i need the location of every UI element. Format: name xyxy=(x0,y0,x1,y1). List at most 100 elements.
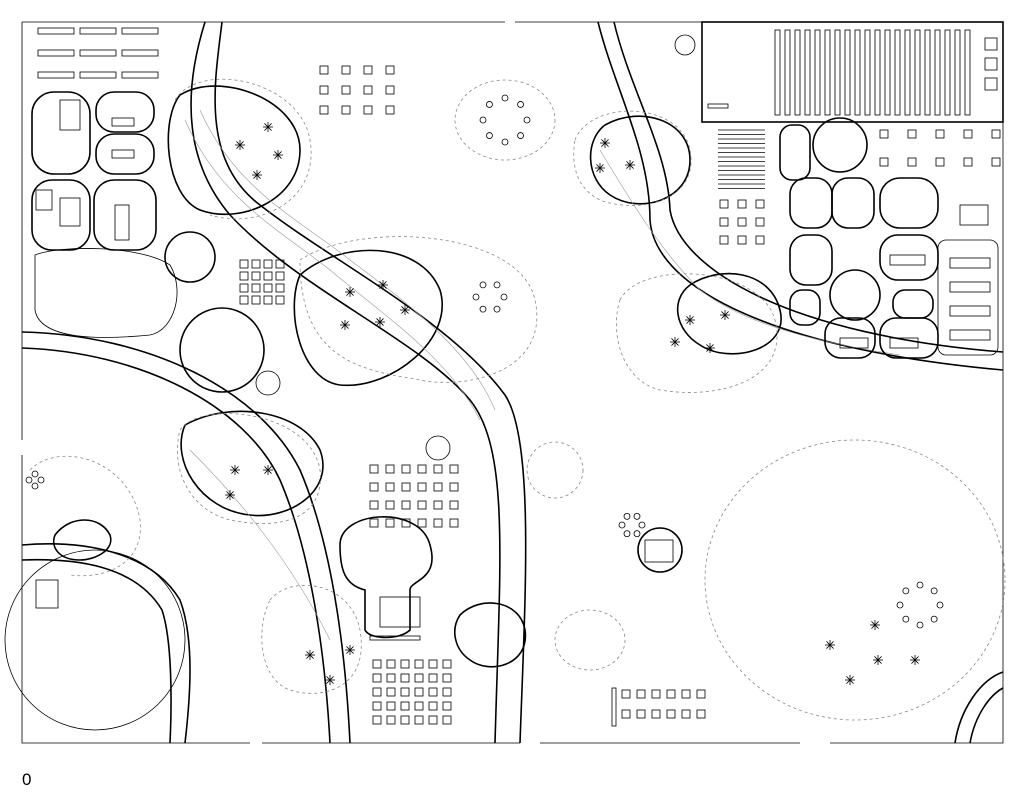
table-icon xyxy=(442,687,452,697)
table-icon xyxy=(239,283,249,293)
table-icon xyxy=(696,709,706,719)
bookshelf-icon xyxy=(874,29,881,116)
tree-branch xyxy=(379,281,387,289)
table-icon xyxy=(401,482,411,492)
stool-icon xyxy=(623,530,631,538)
table-icon xyxy=(417,500,427,510)
stool-icon xyxy=(633,512,641,520)
stool-icon xyxy=(517,101,524,108)
tree-branch xyxy=(721,311,729,319)
stool-icon xyxy=(493,281,501,289)
stool-icon xyxy=(623,512,631,520)
table-icon xyxy=(372,659,382,669)
stool-icon xyxy=(31,482,39,490)
table-icon xyxy=(719,199,729,209)
table-icon xyxy=(636,709,646,719)
tree-branch xyxy=(346,288,354,296)
table-icon xyxy=(239,295,249,305)
table-icon xyxy=(428,659,438,669)
table-icon xyxy=(385,65,395,75)
table-icon xyxy=(386,715,396,725)
desk-icon xyxy=(59,99,81,131)
tree-branch xyxy=(596,164,604,172)
central-corridor xyxy=(190,21,527,744)
table-icon xyxy=(385,464,395,474)
desk-icon xyxy=(111,149,135,159)
tree-icon xyxy=(325,675,335,685)
desk-icon xyxy=(121,71,159,79)
table-icon xyxy=(341,65,351,75)
table-icon xyxy=(428,715,438,725)
table-icon xyxy=(696,689,706,699)
stool-icon xyxy=(25,476,33,484)
table-icon xyxy=(400,715,410,725)
table-icon xyxy=(442,673,452,683)
tree-icon xyxy=(705,343,715,353)
table-icon xyxy=(428,687,438,697)
table-icon xyxy=(372,715,382,725)
table-icon xyxy=(719,217,729,227)
table-icon xyxy=(385,105,395,115)
bookshelf-icon xyxy=(864,29,871,116)
table-icon xyxy=(636,689,646,699)
table-icon xyxy=(417,464,427,474)
table-icon xyxy=(963,129,973,139)
table-icon xyxy=(363,65,373,75)
tree-icon xyxy=(845,675,855,685)
tree-icon xyxy=(685,315,695,325)
desk-icon xyxy=(79,27,117,35)
stool-icon xyxy=(501,94,509,102)
round-rooms xyxy=(4,34,881,731)
stool-icon xyxy=(517,132,524,139)
table-icon xyxy=(442,659,452,669)
table-icon xyxy=(372,701,382,711)
stool-icon xyxy=(501,138,509,146)
table-icon xyxy=(737,217,747,227)
desk-icon xyxy=(114,204,130,241)
table-icon xyxy=(428,673,438,683)
tree-branch xyxy=(871,621,879,629)
table-icon xyxy=(433,518,443,528)
bookshelf-icon xyxy=(964,29,971,116)
tree-branch xyxy=(264,466,272,474)
desk-icon xyxy=(37,71,75,79)
table-icon xyxy=(681,709,691,719)
tree-icon xyxy=(263,465,273,475)
table-icon xyxy=(991,129,1001,139)
table-icon xyxy=(319,105,329,115)
table-icon xyxy=(417,482,427,492)
table-icon xyxy=(666,689,676,699)
table-icon xyxy=(991,157,1001,167)
tree-branch xyxy=(826,641,834,649)
desk-icon xyxy=(984,57,998,71)
desk-icon xyxy=(949,257,991,269)
tree-branch xyxy=(626,161,634,169)
table-icon xyxy=(414,659,424,669)
table-icon xyxy=(719,235,729,245)
stool-icon xyxy=(479,305,487,313)
table-icon xyxy=(239,259,249,269)
circulation-lines xyxy=(184,109,901,641)
table-icon xyxy=(251,283,261,293)
stool-icon xyxy=(486,101,493,108)
table-icon xyxy=(449,482,459,492)
table-icon xyxy=(401,464,411,474)
tree-branch xyxy=(264,123,272,131)
desk-icon xyxy=(59,197,81,227)
table-icon xyxy=(319,65,329,75)
tree-branch xyxy=(376,318,384,326)
desk-icon xyxy=(79,49,117,57)
table-icon xyxy=(651,709,661,719)
table-icon xyxy=(681,689,691,699)
table-icon xyxy=(433,500,443,510)
table-icon xyxy=(449,500,459,510)
table-icon xyxy=(400,659,410,669)
meeting-pods-left xyxy=(31,91,178,338)
tree-icon xyxy=(375,317,385,327)
tree-branch xyxy=(341,321,349,329)
tree-icon xyxy=(273,150,283,160)
table-icon xyxy=(385,500,395,510)
desk-icon xyxy=(949,329,991,341)
bookshelf-icon xyxy=(774,29,781,116)
table-icon xyxy=(263,271,273,281)
